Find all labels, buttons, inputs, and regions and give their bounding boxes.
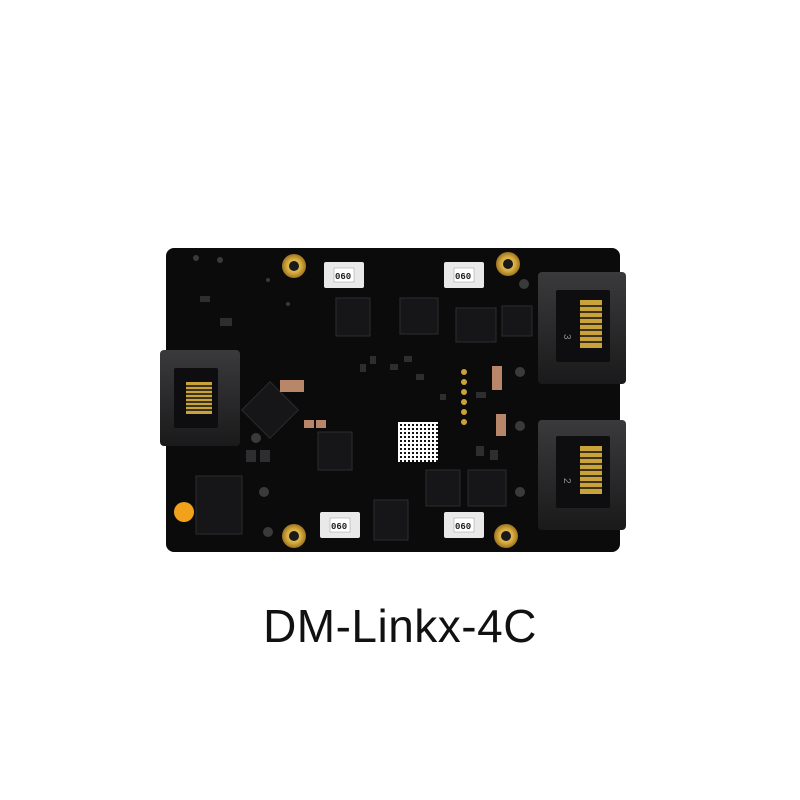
port-marking-2: 2 [561, 478, 572, 484]
cap-marking: 060 [455, 272, 471, 282]
rj45-port-top-right: 3 [538, 272, 626, 384]
cap-marking: 060 [455, 522, 471, 532]
gold-test-pads [461, 369, 467, 425]
qr-sticker [398, 422, 438, 462]
cap-marking: 060 [335, 272, 351, 282]
small-parts [200, 296, 498, 462]
product-name: DM-Linkx-4C [263, 600, 537, 652]
mounting-pads [174, 252, 520, 548]
vias [193, 255, 529, 537]
product-photo: 3 2 060 060 060 [160, 248, 626, 552]
ic-chips [195, 297, 533, 541]
rj45-port-bottom-right: 2 [538, 420, 626, 530]
smd-components [280, 366, 506, 436]
port-marking-3: 3 [561, 334, 572, 340]
cap-marking: 060 [331, 522, 347, 532]
smd-inductors: 060 060 060 060 [320, 262, 484, 538]
rj45-port-left [160, 350, 240, 446]
